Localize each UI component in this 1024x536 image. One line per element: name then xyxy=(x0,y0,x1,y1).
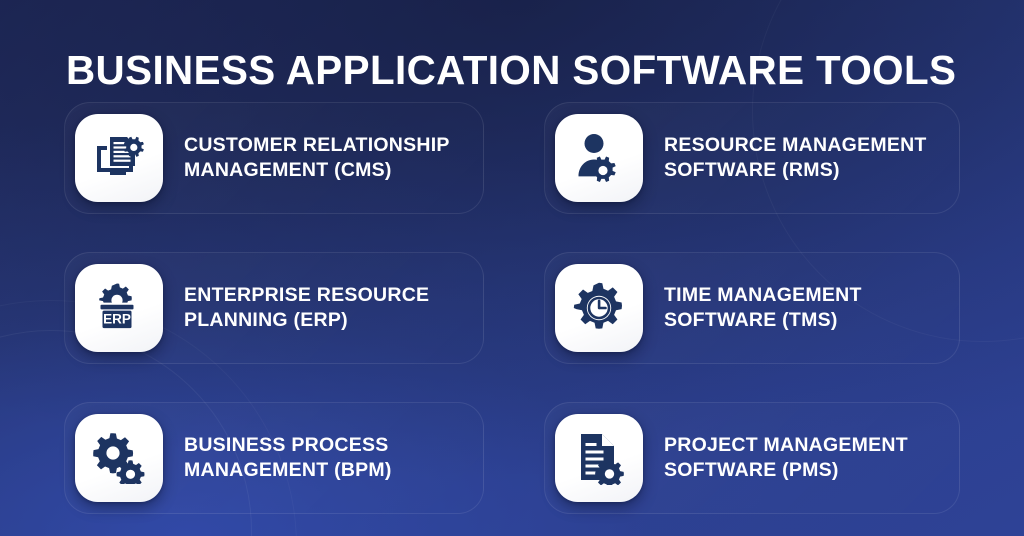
card-label-line1: BUSINESS PROCESS xyxy=(184,434,389,456)
card-label: PROJECT MANAGEMENT SOFTWARE (PMS) xyxy=(664,433,908,483)
person-gear-icon xyxy=(555,114,643,202)
gear-erp-box-icon: ERP xyxy=(75,264,163,352)
card-label-line1: PROJECT MANAGEMENT xyxy=(664,434,908,456)
card-rms[interactable]: RESOURCE MANAGEMENT SOFTWARE (RMS) xyxy=(544,102,960,214)
card-label-line1: CUSTOMER RELATIONSHIP xyxy=(184,134,450,156)
card-label: ENTERPRISE RESOURCE PLANNING (ERP) xyxy=(184,283,429,333)
tools-row: ERP ENTERPRISE RESOURCE PLANNING (ERP) xyxy=(0,246,1024,396)
page-title: BUSINESS APPLICATION SOFTWARE TOOLS xyxy=(66,47,957,94)
card-label-line2: SOFTWARE (TMS) xyxy=(664,309,838,331)
two-gears-icon xyxy=(75,414,163,502)
card-label-line2: MANAGEMENT (CMS) xyxy=(184,159,392,181)
tools-row: BUSINESS PROCESS MANAGEMENT (BPM) xyxy=(0,396,1024,536)
card-tms[interactable]: TIME MANAGEMENT SOFTWARE (TMS) xyxy=(544,252,960,364)
card-label: RESOURCE MANAGEMENT SOFTWARE (RMS) xyxy=(664,133,927,183)
erp-box-text: ERP xyxy=(103,312,131,327)
card-label-line2: SOFTWARE (RMS) xyxy=(664,159,840,181)
card-label-line2: PLANNING (ERP) xyxy=(184,309,348,331)
card-label: BUSINESS PROCESS MANAGEMENT (BPM) xyxy=(184,433,392,483)
card-label-line2: SOFTWARE (PMS) xyxy=(664,459,839,481)
card-label-line1: RESOURCE MANAGEMENT xyxy=(664,134,927,156)
card-label: TIME MANAGEMENT SOFTWARE (TMS) xyxy=(664,283,862,333)
card-bpm[interactable]: BUSINESS PROCESS MANAGEMENT (BPM) xyxy=(64,402,484,514)
card-pms[interactable]: PROJECT MANAGEMENT SOFTWARE (PMS) xyxy=(544,402,960,514)
card-label-line1: ENTERPRISE RESOURCE xyxy=(184,284,430,306)
document-gear-icon xyxy=(555,414,643,502)
card-crm[interactable]: CUSTOMER RELATIONSHIP MANAGEMENT (CMS) xyxy=(64,102,484,214)
monitor-document-gear-icon xyxy=(75,114,163,202)
gear-clock-icon xyxy=(555,264,643,352)
card-label-line1: TIME MANAGEMENT xyxy=(664,284,862,306)
card-erp[interactable]: ERP ENTERPRISE RESOURCE PLANNING (ERP) xyxy=(64,252,484,364)
card-label-line2: MANAGEMENT (BPM) xyxy=(184,459,392,481)
tools-row: CUSTOMER RELATIONSHIP MANAGEMENT (CMS) xyxy=(0,96,1024,246)
tools-grid: CUSTOMER RELATIONSHIP MANAGEMENT (CMS) xyxy=(0,96,1024,536)
card-label: CUSTOMER RELATIONSHIP MANAGEMENT (CMS) xyxy=(184,133,450,183)
